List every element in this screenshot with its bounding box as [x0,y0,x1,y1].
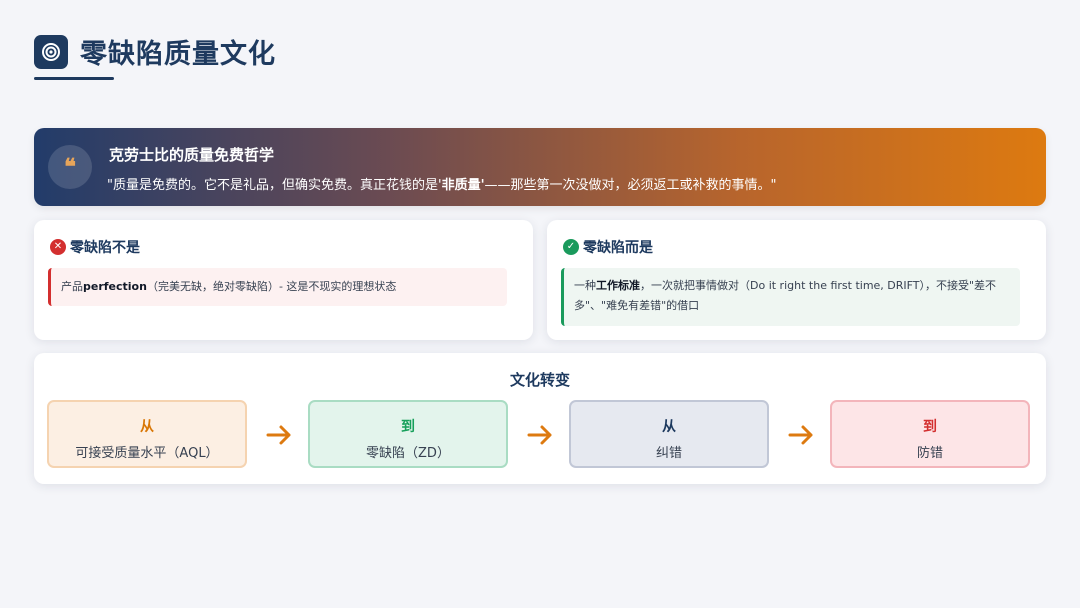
shift-stage-from-aql: 从 可接受质量水平（AQL） [47,400,247,468]
arrow-right-icon [788,425,813,445]
quote-text: "质量是免费的。它不是礼品，但确实免费。真正花钱的是'非质量'——那些第一次没做… [107,178,777,193]
shift-stage-to-zd: 到 零缺陷（ZD） [308,400,508,468]
quote-icon: ❝ [48,145,92,189]
card-title: 零缺陷不是 [70,240,140,256]
title-underline [34,77,114,80]
stage-direction: 从 [140,419,154,435]
stage-direction: 从 [662,419,676,435]
check-circle-icon: ✓ [563,239,579,255]
is-callout: 一种工作标准，一次就把事情做对（Do it right the first ti… [561,268,1020,326]
quote-banner: ❝ 克劳士比的质量免费哲学 "质量是免费的。它不是礼品，但确实免费。真正花钱的是… [34,128,1046,206]
x-circle-icon: ✕ [50,239,66,255]
page-header: 零缺陷质量文化 [34,32,276,71]
is-zero-defect-card: ✓ 零缺陷而是 一种工作标准，一次就把事情做对（Do it right the … [547,220,1046,340]
is-callout-text: 一种工作标准，一次就把事情做对（Do it right the first ti… [574,279,997,312]
target-icon [34,34,68,69]
page-title: 零缺陷质量文化 [80,39,276,70]
stage-direction: 到 [401,419,415,435]
stage-value: 零缺陷（ZD） [366,446,450,461]
culture-shift-panel: 文化转变 从 可接受质量水平（AQL） 到 零缺陷（ZD） 从 纠错 到 防错 [34,353,1046,484]
quote-emphasis: 非质量' [441,178,485,193]
stage-value: 防错 [916,446,943,461]
arrow-right-icon [266,425,291,445]
stage-direction: 到 [923,419,937,435]
card-title: 零缺陷而是 [583,240,653,256]
not-callout: 产品perfection（完美无缺，绝对零缺陷）- 这是不现实的理想状态 [48,268,507,306]
shift-stage-to-prevention: 到 防错 [830,400,1030,468]
stage-value: 可接受质量水平（AQL） [75,446,219,461]
shift-title: 文化转变 [509,371,570,389]
stage-value: 纠错 [655,446,682,461]
not-callout-text: 产品perfection（完美无缺，绝对零缺陷）- 这是不现实的理想状态 [61,280,397,293]
shift-stage-from-correction: 从 纠错 [569,400,769,468]
not-zero-defect-card: ✕ 零缺陷不是 产品perfection（完美无缺，绝对零缺陷）- 这是不现实的… [34,220,533,340]
arrow-right-icon [527,425,552,445]
quote-title: 克劳士比的质量免费哲学 [109,146,275,164]
